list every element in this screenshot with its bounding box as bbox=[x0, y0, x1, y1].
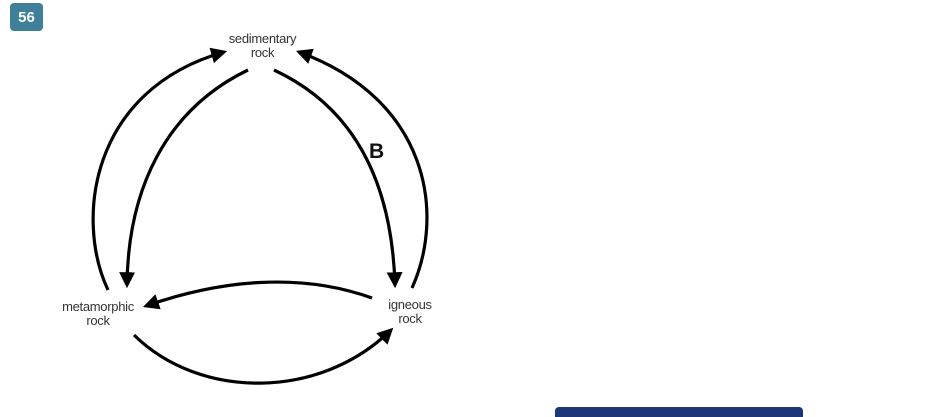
arrow-sedimentary-to-igneous bbox=[273, 68, 403, 289]
node-label-line: sedimentary bbox=[228, 31, 297, 46]
node-metamorphic-rock: metamorphic rock bbox=[48, 300, 148, 328]
edge-label-b: B bbox=[369, 140, 385, 163]
arrow-metamorphic-to-sedimentary bbox=[91, 47, 228, 291]
arrow-sedimentary-to-metamorphic bbox=[119, 68, 249, 289]
node-label-line: igneous bbox=[388, 297, 432, 312]
node-label-line: rock bbox=[250, 45, 275, 60]
node-sedimentary-rock: sedimentary rock bbox=[215, 32, 310, 60]
node-igneous-rock: igneous rock bbox=[370, 298, 450, 326]
node-label-line: metamorphic bbox=[62, 299, 134, 314]
arrow-metamorphic-to-igneous bbox=[132, 327, 394, 385]
question-number-badge: 56 bbox=[10, 3, 43, 31]
node-label-line: rock bbox=[398, 311, 422, 326]
node-label-line: rock bbox=[86, 313, 110, 328]
answer-panel-bar[interactable] bbox=[555, 407, 803, 417]
arrow-igneous-to-sedimentary bbox=[295, 48, 429, 289]
arrow-igneous-to-metamorphic bbox=[142, 280, 373, 310]
